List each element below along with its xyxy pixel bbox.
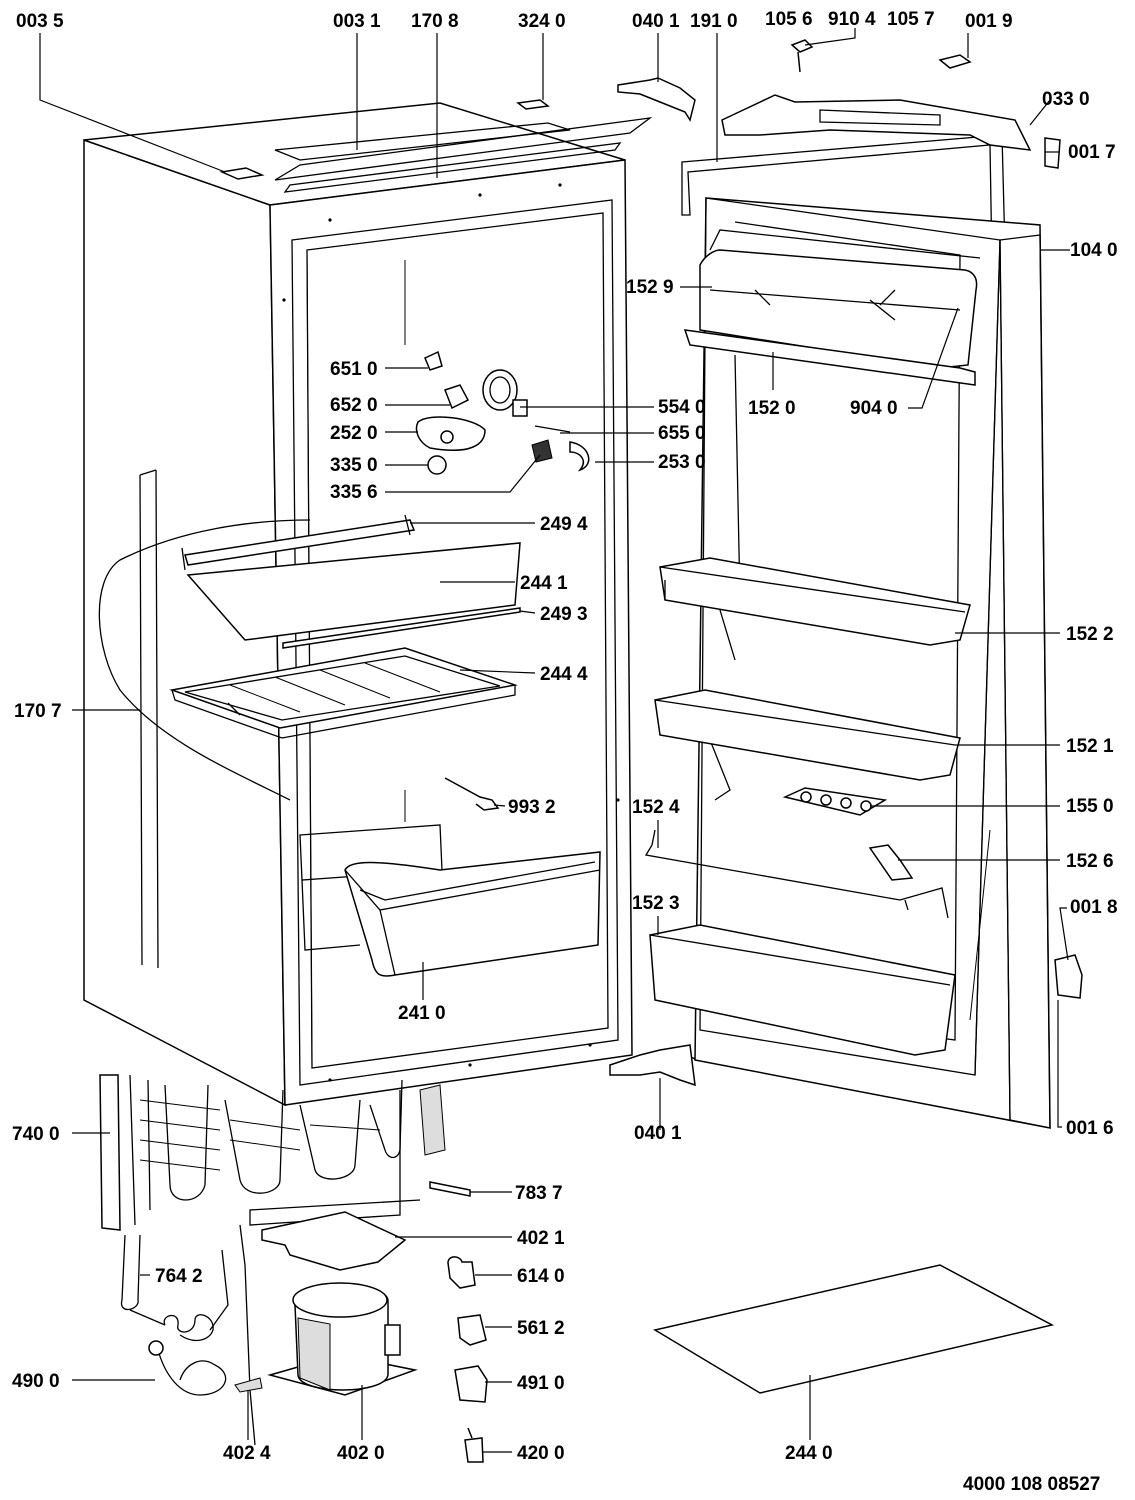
label-2530: 253 0 [658, 452, 706, 473]
label-0401-top: 040 1 [632, 11, 680, 32]
label-1057: 105 7 [887, 9, 935, 30]
label-5612: 561 2 [517, 1318, 565, 1339]
sensor-cable [444, 777, 500, 811]
label-4200: 420 0 [517, 1443, 565, 1464]
label-1526: 152 6 [1066, 851, 1114, 872]
wire-shelf [169, 647, 518, 739]
capacitor-4200 [464, 1427, 484, 1463]
label-4024: 402 4 [223, 1443, 271, 1464]
label-0016: 001 6 [1066, 1118, 1114, 1139]
label-6510: 651 0 [330, 359, 378, 380]
door-hinge-side-0018 [1054, 954, 1083, 999]
screw-1056 [790, 39, 814, 73]
leader-lines [39, 28, 1070, 1453]
label-1522: 152 2 [1066, 624, 1114, 645]
door-bin-1521 [654, 689, 961, 781]
condenser-and-pipework [99, 1074, 446, 1446]
label-3356: 335 6 [330, 482, 378, 503]
label-1708: 170 8 [411, 11, 459, 32]
retainer-clip [868, 844, 914, 881]
egg-tray [782, 787, 888, 816]
label-2444: 244 4 [540, 664, 588, 685]
loose-glass-plate [653, 1264, 1055, 1394]
cap-0019 [938, 54, 972, 69]
label-2410: 241 0 [398, 1003, 446, 1024]
shelf-rail [181, 514, 416, 571]
relay-6140 [447, 1256, 476, 1289]
label-0330: 033 0 [1042, 89, 1090, 110]
label-2494: 249 4 [540, 514, 588, 535]
label-4910: 491 0 [517, 1373, 565, 1394]
label-4900: 490 0 [12, 1371, 60, 1392]
door [681, 134, 1051, 1129]
door-bin-1522 [659, 557, 971, 646]
label-2440: 244 0 [785, 1443, 833, 1464]
label-6520: 652 0 [330, 395, 378, 416]
label-1524: 152 4 [632, 797, 680, 818]
glass-shelf [186, 542, 521, 641]
top-hinge-0401 [617, 77, 696, 122]
label-7400: 740 0 [12, 1124, 60, 1145]
label-0401-bottom: 040 1 [634, 1123, 682, 1144]
label-0018: 001 8 [1070, 897, 1118, 918]
label-2493: 249 3 [540, 604, 588, 625]
label-3350: 335 0 [330, 455, 378, 476]
label-4020: 402 0 [337, 1443, 385, 1464]
cover-4910 [454, 1365, 488, 1403]
label-1056: 105 6 [765, 9, 813, 30]
compressor [267, 1282, 418, 1396]
clip-4024 [234, 1377, 263, 1393]
bottle-retainer [644, 829, 949, 919]
compressor-bracket [261, 1211, 407, 1271]
bottom-hinge-0401 [609, 1044, 696, 1087]
label-0019: 001 9 [965, 11, 1013, 32]
crisper-drawer [344, 851, 601, 977]
label-7837: 783 7 [515, 1183, 563, 1204]
thermostat-parts [415, 350, 590, 475]
label-1520: 152 0 [748, 398, 796, 419]
label-4021: 402 1 [517, 1228, 565, 1249]
label-7642: 764 2 [155, 1266, 203, 1287]
filter-dryer-7837 [429, 1181, 471, 1197]
door-mount-bracket-0330 [721, 94, 1061, 169]
overload-5612 [457, 1314, 487, 1346]
label-5540: 554 0 [658, 397, 706, 418]
label-0035: 003 5 [16, 11, 64, 32]
label-1910: 191 0 [690, 11, 738, 32]
label-2441: 244 1 [520, 573, 568, 594]
label-1523: 152 3 [632, 893, 680, 914]
label-1521: 152 1 [1066, 736, 1114, 757]
label-9932: 993 2 [508, 797, 556, 818]
label-2520: 252 0 [330, 423, 378, 444]
label-6140: 614 0 [517, 1266, 565, 1287]
label-0031: 003 1 [333, 11, 381, 32]
part-labels: 003 5 003 1 170 8 324 0 040 1 191 0 105 … [12, 9, 1118, 1495]
label-0017: 001 7 [1068, 142, 1116, 163]
document-reference: 4000 108 08527 [963, 1474, 1100, 1495]
shelf-strip [282, 607, 521, 649]
label-6550: 655 0 [658, 423, 706, 444]
label-1040: 104 0 [1070, 240, 1118, 261]
label-3240: 324 0 [518, 11, 566, 32]
label-1707: 170 7 [14, 701, 62, 722]
label-9040: 904 0 [850, 398, 898, 419]
label-1550: 155 0 [1066, 796, 1114, 817]
dairy-compartment [683, 229, 981, 386]
door-bin-1523 [649, 924, 956, 1056]
label-1529: 152 9 [626, 277, 674, 298]
label-9104: 910 4 [828, 9, 876, 30]
